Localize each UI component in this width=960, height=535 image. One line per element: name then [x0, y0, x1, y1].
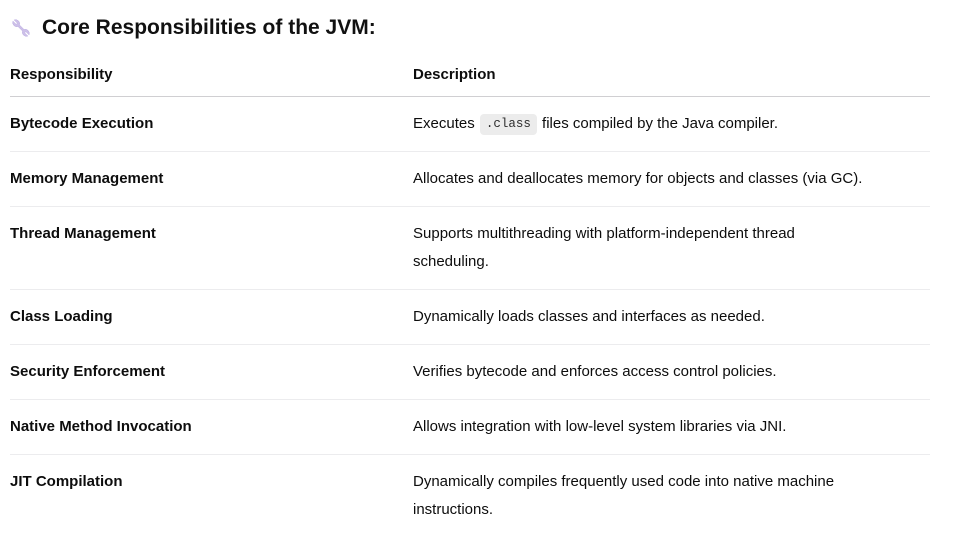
responsibility-cell: Security Enforcement: [10, 344, 413, 400]
responsibility-cell: JIT Compilation: [10, 473, 123, 490]
table-row-security-enforcement: Security Enforcement Verifies bytecode a…: [10, 344, 930, 400]
table-row-class-loading: Class Loading Dynamically loads classes …: [10, 289, 930, 345]
description-text: Dynamically compiles frequently used cod…: [413, 473, 835, 518]
table-row-bytecode-execution: Bytecode Execution Executes .class files…: [10, 96, 930, 152]
description-text: Verifies bytecode and enforces access co…: [413, 363, 777, 380]
inline-code-class-file: .class: [479, 114, 537, 135]
description-text: Allows integration with low-level system…: [413, 418, 787, 435]
description-text: files compiled by the Java compiler.: [537, 115, 779, 132]
description-text: Allocates and deallocates memory for obj…: [413, 170, 863, 187]
column-header-responsibility: Responsibility: [10, 63, 413, 97]
responsibility-cell: Thread Management: [10, 206, 413, 290]
column-header-description: Description: [413, 63, 930, 97]
page-title-text: Core Responsibilities of the JVM:: [42, 16, 376, 39]
description-text: Supports multithreading with platform-in…: [413, 225, 795, 270]
description-cell: Allows integration with low-level system…: [413, 399, 930, 455]
jvm-responsibilities-table: Responsibility Description Bytecode Exec…: [10, 63, 930, 535]
description-text: Executes: [413, 115, 479, 132]
description-cell: Supports multithreading with platform-in…: [413, 206, 930, 290]
table-row-native-method-invocation: Native Method Invocation Allows integrat…: [10, 399, 930, 455]
table-header-row: Responsibility Description: [10, 63, 930, 97]
description-cell: Allocates and deallocates memory for obj…: [413, 151, 930, 207]
responsibility-cell: Class Loading: [10, 289, 413, 345]
description-cell: Executes .class files compiled by the Ja…: [413, 96, 930, 152]
description-cell: Dynamically compiles frequently used cod…: [413, 455, 930, 535]
table-row-memory-management: Memory Management Allocates and dealloca…: [10, 151, 930, 207]
responsibility-cell: Memory Management: [10, 151, 413, 207]
responsibility-cell: Native Method Invocation: [10, 399, 413, 455]
wrench-icon: [10, 17, 32, 39]
description-text: Dynamically loads classes and interfaces…: [413, 308, 765, 325]
table-row-jit-compilation: JIT Compilation Dynamically compiles fre…: [10, 455, 930, 535]
page-title: Core Responsibilities of the JVM:: [10, 14, 930, 42]
description-cell: Verifies bytecode and enforces access co…: [413, 344, 930, 400]
table-row-thread-management: Thread Management Supports multithreadin…: [10, 206, 930, 290]
description-cell: Dynamically loads classes and interfaces…: [413, 289, 930, 345]
responsibility-cell: Bytecode Execution: [10, 96, 413, 152]
